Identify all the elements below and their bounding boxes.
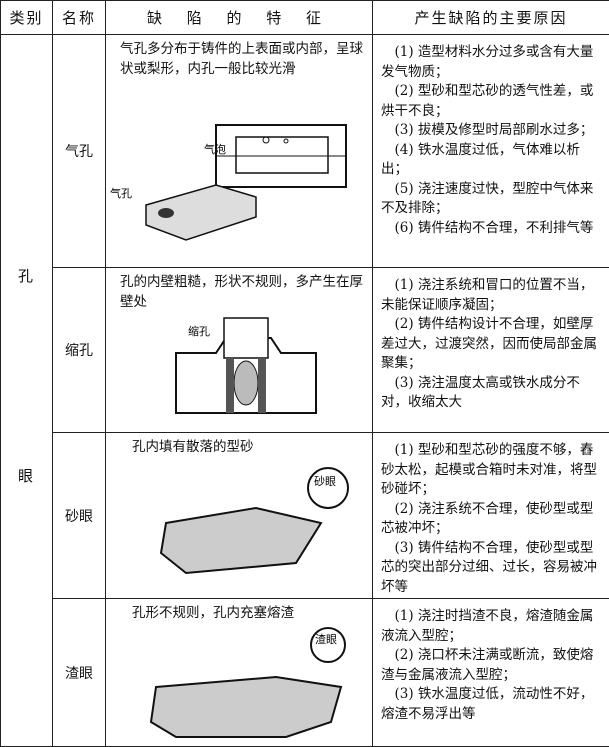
label-slag-hole: 渣眼 [315, 632, 337, 646]
feature-text: 孔的内壁粗糙，形状不规则，多产生在厚壁处 [120, 274, 363, 310]
reason-item: (2) 浇注系统不合理，使砂型或型芯被冲坏； [381, 500, 594, 537]
table-row: 渣眼 孔形不规则，孔内充塞熔渣 渣眼 (1) 浇注时挡渣不良，熔渣随金属液流入型… [1, 598, 609, 747]
category-char-2: 眼 [18, 467, 34, 485]
table-row: 缩孔 孔的内壁粗糙，形状不规则，多产生在厚壁处 缩孔 (1) 浇注系统和冒口的位… [1, 267, 609, 433]
defect-name: 砂眼 [52, 432, 106, 599]
header-feature: 缺 陷 的 特 征 [105, 0, 373, 35]
reason-item: (4) 铁水温度过低，气体难以析出； [381, 141, 580, 178]
label-sand-hole: 砂眼 [314, 475, 336, 488]
reason-cell: (1) 浇注时挡渣不良，熔渣随金属液流入型腔； (2) 浇口杯未注满或断流，致使… [372, 598, 609, 747]
feature-cell: 气孔多分布于铸件的上表面或内部，呈球状或梨形，内孔一般比较光滑 气泡 气孔 [105, 34, 373, 268]
reason-item: (2) 铸件结构设计不合理，如壁厚差过大，过渡突然，因而使局部金属聚集； [381, 316, 597, 371]
header-row: 类别 名称 缺 陷 的 特 征 产生缺陷的主要原因 [0, 0, 609, 35]
reason-cell: (1) 浇注系统和冒口的位置不当，未能保证顺序凝固； (2) 铸件结构设计不合理… [372, 267, 609, 433]
defect-name: 缩孔 [52, 267, 106, 433]
reason-item: (1) 浇注系统和冒口的位置不当，未能保证顺序凝固； [381, 277, 594, 313]
sand-hole-sketch: 砂眼 [159, 467, 349, 575]
reason-item: (5) 浇注速度过快，型腔中气体来不及排除； [381, 180, 594, 217]
gas-hole-sketch: 气泡 气孔 [110, 124, 347, 241]
feature-cell: 孔内填有散落的型砂 砂眼 [105, 432, 373, 599]
feature-text: 气孔多分布于铸件的上表面或内部，呈球状或梨形，内孔一般比较光滑 [120, 41, 363, 77]
reason-cell: (1) 型砂和型芯砂的强度不够，舂砂太松，起模或合箱时未对准，将型砂碰坏； (2… [372, 432, 609, 599]
label-bubble: 气泡 [204, 142, 226, 156]
reason-item: (3) 铸件结构不合理，使砂型或型芯的突出部分过细、过长，容易被冲坏等 [381, 539, 597, 595]
reason-item: (3) 铁水温度过低，流动性不好，熔渣不易浮出等 [381, 686, 594, 722]
table-row: 砂眼 孔内填有散落的型砂 砂眼 (1) 型砂和型芯砂的强度不够，舂砂太松，起模或… [1, 432, 609, 599]
reason-item: (3) 浇注温度太高或铁水成分不对，收缩太大 [381, 374, 580, 411]
feature-text: 孔内填有散落的型砂 [132, 439, 254, 455]
defect-name: 渣眼 [52, 598, 106, 747]
reason-cell: (1) 造型材料水分过多或含有大量发气物质； (2) 型砂和型芯砂的透气性差，或… [372, 34, 609, 268]
reason-item: (1) 浇注时挡渣不良，熔渣随金属液流入型腔； [381, 608, 594, 644]
reason-item: (3) 拔模及修型时局部刷水过多； [394, 122, 594, 138]
header-name: 名称 [52, 0, 106, 35]
reason-item: (1) 型砂和型芯砂的强度不够，舂砂太松，起模或合箱时未对准，将型砂碰坏； [381, 442, 597, 497]
reason-item: (2) 型砂和型芯砂的透气性差，或烘干不良； [381, 83, 594, 119]
slag-hole-sketch: 渣眼 [149, 627, 346, 738]
table-row: 孔 眼 气孔 气孔多分布于铸件的上表面或内部，呈球状或梨形，内孔一般比较光滑 气… [0, 34, 609, 747]
feature-cell: 孔形不规则，孔内充塞熔渣 渣眼 [105, 598, 373, 747]
header-reason: 产生缺陷的主要原因 [372, 0, 609, 35]
category-cell: 孔 眼 [0, 34, 53, 747]
reason-item: (1) 造型材料水分过多或含有大量发气物质； [381, 44, 594, 80]
label-gas-hole: 气孔 [110, 186, 132, 200]
reason-item: (6) 铸件结构不合理，不利排气等 [394, 219, 594, 236]
reason-item: (2) 浇口杯未注满或断流，致使熔渣与金属液流入型腔； [381, 647, 594, 683]
header-category: 类别 [0, 0, 53, 35]
shrinkage-sketch: 缩孔 [175, 317, 317, 414]
feature-text: 孔形不规则，孔内充塞熔渣 [132, 605, 294, 621]
feature-cell: 孔的内壁粗糙，形状不规则，多产生在厚壁处 缩孔 [105, 267, 373, 433]
label-shrinkage: 缩孔 [188, 325, 210, 338]
defect-name: 气孔 [52, 34, 106, 268]
category-char-1: 孔 [18, 267, 34, 285]
